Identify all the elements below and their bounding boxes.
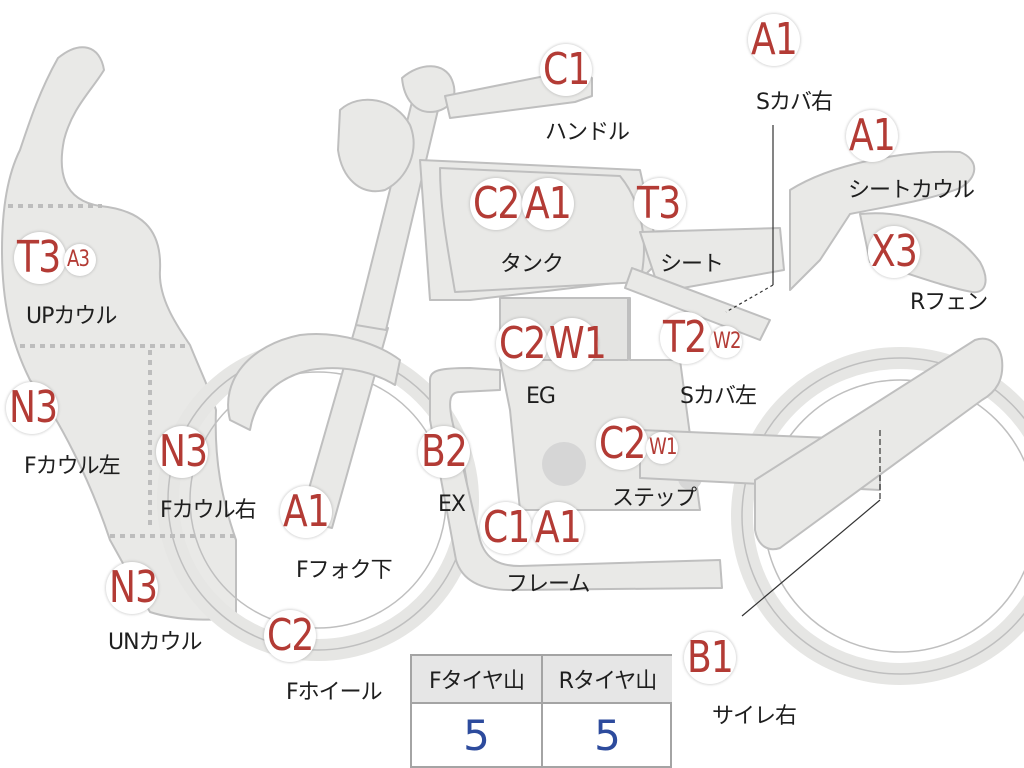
part-label: UNカウル bbox=[108, 630, 203, 655]
grade-badge bbox=[540, 44, 592, 96]
grade-badge bbox=[868, 226, 920, 278]
grade-code: A1 bbox=[535, 502, 582, 553]
grade-badge bbox=[14, 232, 66, 284]
grade-code: X3 bbox=[871, 226, 918, 277]
windscreen-shape bbox=[1, 46, 237, 621]
grade-code: B1 bbox=[687, 632, 734, 683]
grade-badge bbox=[418, 426, 470, 478]
part-label: UPカウル bbox=[26, 304, 117, 329]
grade-code: W1 bbox=[549, 318, 607, 369]
grade-badge bbox=[532, 502, 584, 554]
part-label: Sカバ右 bbox=[756, 90, 833, 115]
grade-badge bbox=[634, 178, 686, 230]
part-label: サイレ右 bbox=[712, 704, 797, 729]
grade-badge bbox=[264, 610, 316, 662]
part-label: EG bbox=[526, 384, 556, 409]
grade-badge bbox=[280, 486, 332, 538]
grade-badge bbox=[156, 426, 208, 478]
grade-badge bbox=[6, 382, 58, 434]
grade-code: C2 bbox=[473, 178, 520, 229]
grade-badge bbox=[596, 418, 648, 470]
part-label: ステップ bbox=[612, 486, 697, 511]
part-label: シート bbox=[660, 252, 724, 277]
grade-code: C2 bbox=[599, 418, 646, 469]
grade-code: A1 bbox=[849, 110, 896, 161]
grade-code: N3 bbox=[109, 562, 158, 613]
part-label: タンク bbox=[500, 252, 564, 277]
seat-cowl-shape bbox=[789, 150, 976, 291]
tire-tread-table: Fタイヤ山 Rタイヤ山 5 5 bbox=[410, 654, 672, 768]
part-label: Fフォク下 bbox=[296, 558, 393, 583]
silencer-shape bbox=[754, 337, 1004, 551]
part-label: フレーム bbox=[506, 572, 590, 597]
front-tire-tread-value: 5 bbox=[463, 710, 490, 760]
part-label: Rフェン bbox=[910, 290, 988, 315]
part-label: Fホイール bbox=[286, 680, 383, 705]
headlight-shape bbox=[337, 98, 415, 193]
grade-code: A1 bbox=[525, 178, 572, 229]
grade-badge bbox=[646, 432, 678, 464]
grade-code: B2 bbox=[421, 426, 468, 477]
grade-code: C1 bbox=[543, 44, 590, 95]
grade-badge bbox=[522, 178, 574, 230]
grade-code: C2 bbox=[267, 610, 314, 661]
table-divider bbox=[541, 656, 543, 768]
grade-badge bbox=[660, 312, 712, 364]
grade-badge bbox=[546, 318, 598, 370]
grade-code: N3 bbox=[9, 382, 58, 433]
grade-code: N3 bbox=[159, 426, 208, 477]
grade-badge bbox=[106, 562, 158, 614]
grade-badge bbox=[480, 502, 532, 554]
grade-code: C2 bbox=[499, 318, 546, 369]
part-label: Sカバ左 bbox=[680, 384, 757, 409]
grade-badge bbox=[710, 326, 742, 358]
part-label: EX bbox=[438, 492, 466, 517]
grade-code: T2 bbox=[663, 312, 707, 363]
grade-badge bbox=[846, 110, 898, 162]
grade-badge bbox=[470, 178, 522, 230]
grade-code: A3 bbox=[67, 247, 90, 272]
grade-code: W2 bbox=[713, 329, 741, 354]
grade-code: A1 bbox=[283, 486, 330, 537]
part-label: Fカウル左 bbox=[24, 454, 121, 479]
grade-badge bbox=[684, 632, 736, 684]
grade-code: T3 bbox=[637, 178, 681, 229]
grade-badge bbox=[496, 318, 548, 370]
rear-tire-tread-header: Rタイヤ山 bbox=[543, 656, 672, 702]
seat-shape bbox=[639, 227, 785, 293]
part-label: Fカウル右 bbox=[160, 498, 257, 523]
grade-code: A1 bbox=[751, 14, 798, 65]
grade-code: T3 bbox=[17, 232, 61, 283]
grade-code: W1 bbox=[649, 435, 677, 460]
rear-tire-tread-value: 5 bbox=[594, 710, 621, 760]
part-label: シートカウル bbox=[848, 178, 975, 203]
grade-badge bbox=[64, 244, 96, 276]
grade-badge bbox=[748, 14, 800, 66]
part-label: ハンドル bbox=[545, 120, 630, 145]
front-tire-tread-header: Fタイヤ山 bbox=[412, 656, 541, 702]
grade-code: C1 bbox=[483, 502, 530, 553]
exhaust-shape bbox=[429, 367, 723, 591]
